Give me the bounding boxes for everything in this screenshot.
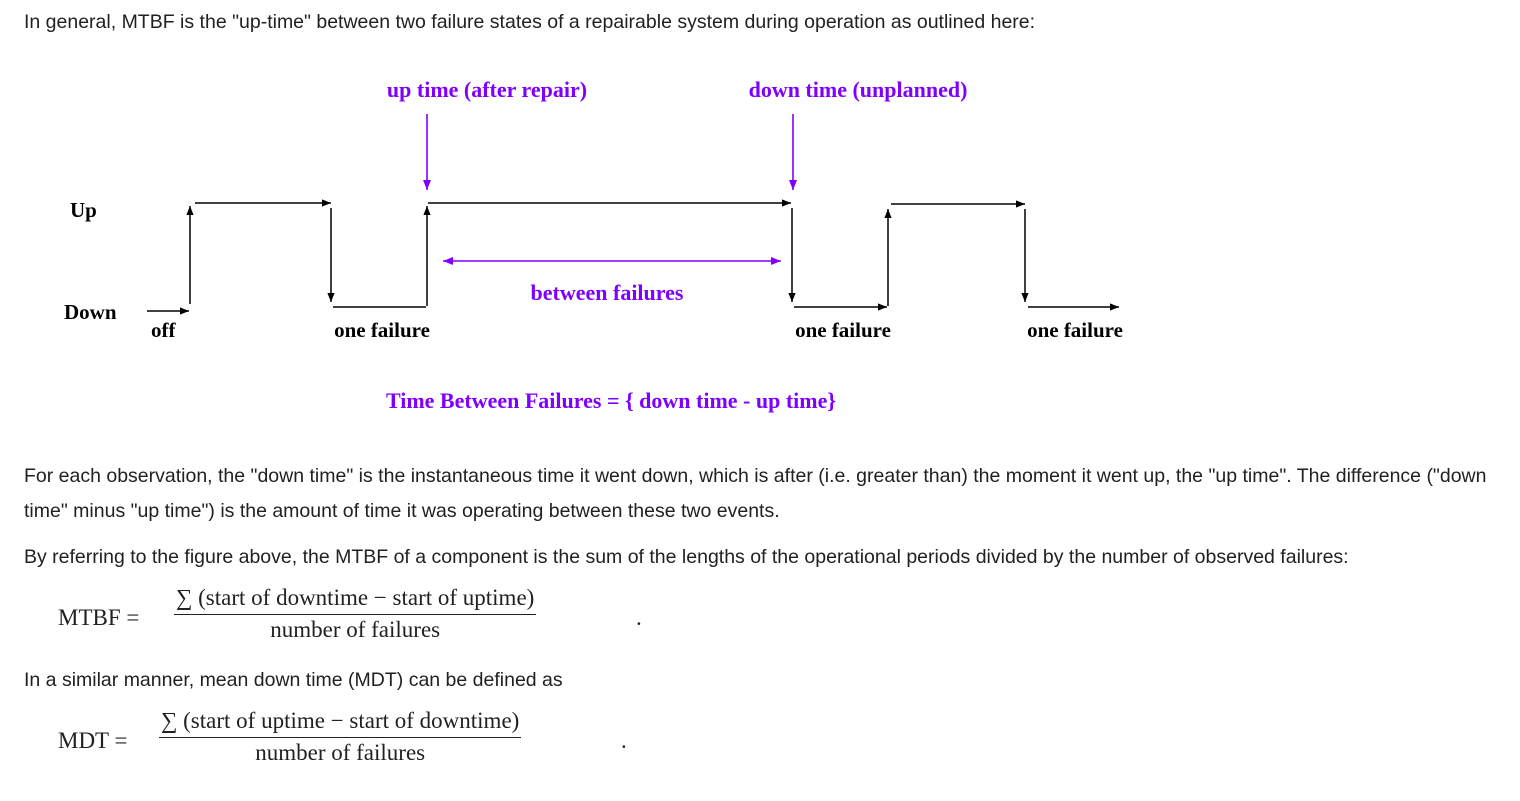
- down-state-label: Down: [64, 300, 117, 324]
- mdt-lhs: MDT =: [58, 728, 128, 753]
- down-time-unplanned-label: down time (unplanned): [749, 77, 968, 102]
- mdt-intro-paragraph: In a similar manner, mean down time (MDT…: [24, 669, 563, 691]
- mdt-numerator: ∑ (start of uptime − start of downtime): [161, 708, 520, 733]
- mtbf-numerator: ∑ (start of downtime − start of uptime): [176, 585, 535, 610]
- intro-paragraph: In general, MTBF is the "up-time" betwee…: [24, 11, 1036, 33]
- up-time-after-repair-label: up time (after repair): [387, 77, 587, 102]
- mtbf-timeline-figure: up time (after repair) down time (unplan…: [64, 77, 1123, 413]
- figure-caption: Time Between Failures = { down time - up…: [386, 388, 836, 413]
- observation-paragraph: For each observation, the "down time" is…: [24, 465, 1487, 522]
- mtbf-fraction: ∑ (start of downtime − start of uptime) …: [174, 585, 537, 643]
- one-failure-label-3: one failure: [1027, 318, 1123, 342]
- up-state-label: Up: [70, 198, 97, 222]
- mtbf-fraction-bar: [174, 614, 537, 615]
- mdt-denominator: number of failures: [255, 740, 426, 765]
- mdt-fraction: ∑ (start of uptime − start of downtime) …: [159, 708, 522, 766]
- mtbf-period: .: [636, 605, 642, 630]
- mdt-formula: MDT = ∑ (start of uptime − start of down…: [58, 708, 658, 783]
- mtbf-denominator: number of failures: [270, 617, 441, 642]
- mdt-fraction-bar: [159, 737, 522, 738]
- mtbf-formula: MTBF = ∑ (start of downtime − start of u…: [58, 585, 658, 660]
- off-label: off: [151, 318, 176, 342]
- one-failure-label-2: one failure: [795, 318, 891, 342]
- mtbf-intro-paragraph: By referring to the figure above, the MT…: [24, 546, 1349, 568]
- between-failures-label: between failures: [531, 280, 684, 305]
- mtbf-lhs: MTBF =: [58, 605, 140, 630]
- one-failure-label-1: one failure: [334, 318, 430, 342]
- mdt-period: .: [621, 728, 627, 753]
